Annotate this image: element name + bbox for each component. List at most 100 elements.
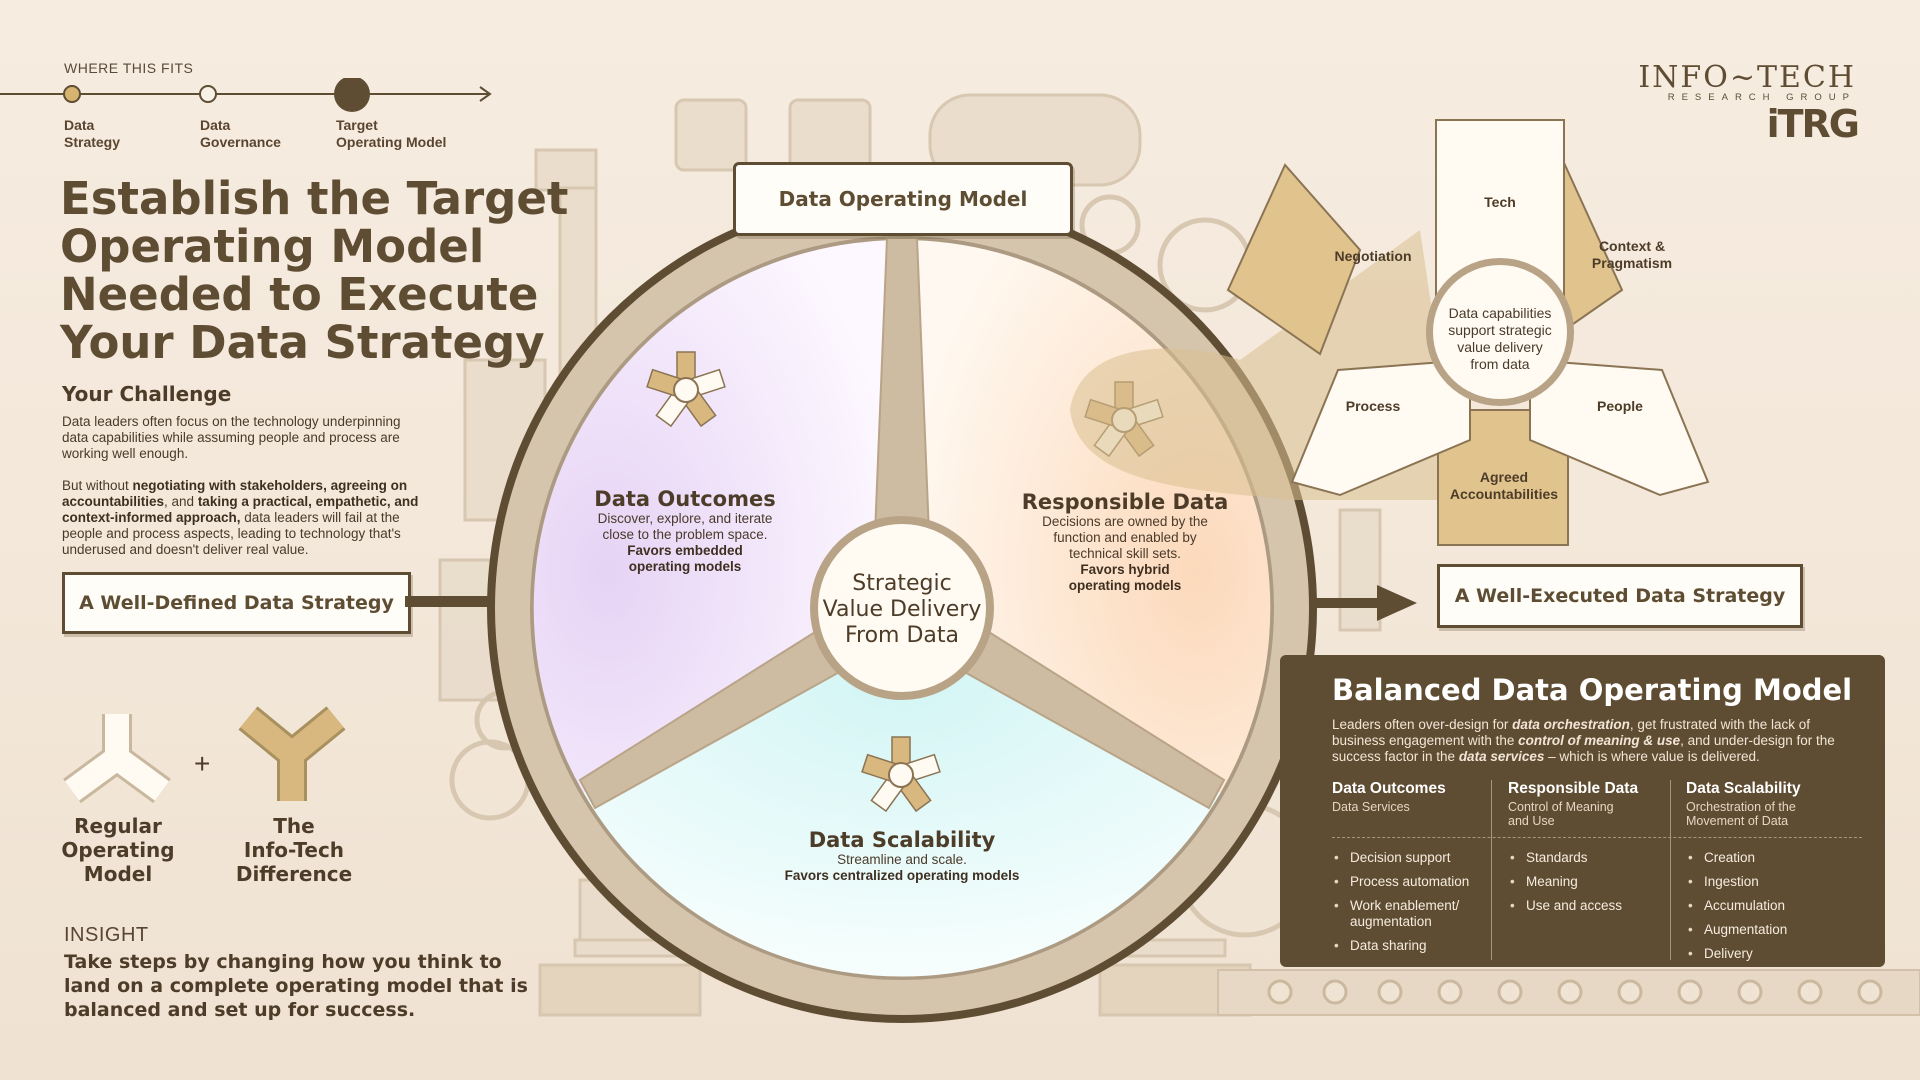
output-arrow bbox=[1315, 585, 1417, 621]
column-heading: Data Scalability bbox=[1686, 780, 1801, 797]
column-subheading: Movement of Data bbox=[1686, 814, 1789, 828]
column-list: Standards Meaning Use and access bbox=[1508, 850, 1658, 922]
label-line: Info-Tech bbox=[243, 838, 345, 862]
column-heading: Responsible Data bbox=[1508, 780, 1639, 797]
list-item: Work enablement/ augmentation bbox=[1332, 898, 1482, 930]
column-subheading: Orchestration of the bbox=[1686, 800, 1796, 814]
star-tech: Tech bbox=[1484, 194, 1516, 210]
label-line: Pragmatism bbox=[1591, 255, 1673, 271]
label-line: Context & bbox=[1598, 238, 1666, 254]
outcomes-title: Data Outcomes bbox=[594, 487, 776, 511]
info-tech-logo: INFO~TECH bbox=[1638, 60, 1856, 95]
list-item: Ingestion bbox=[1686, 874, 1856, 890]
petal-negotiation bbox=[1226, 163, 1362, 356]
insight-text: Take steps by changing how you think to … bbox=[64, 951, 528, 1021]
regular-model-icon bbox=[63, 714, 171, 804]
column-heading: Data Outcomes bbox=[1332, 780, 1446, 797]
title-line: Needed to Execute bbox=[60, 268, 539, 321]
step-dot-data-strategy bbox=[63, 85, 81, 103]
responsible-title: Responsible Data bbox=[1021, 490, 1229, 514]
balanced-model-panel: Balanced Data Operating Model Leaders of… bbox=[1280, 655, 1885, 967]
progress-heading: WHERE THIS FITS bbox=[64, 60, 194, 76]
scalability-desc: Streamline and scale. bbox=[837, 852, 967, 867]
challenge-heading: Your Challenge bbox=[62, 382, 232, 406]
outcomes-gear-icon bbox=[646, 351, 726, 428]
panel-description: Leaders often over-design for data orche… bbox=[1332, 717, 1835, 764]
center-line: Strategic bbox=[852, 571, 952, 596]
list-item: Data sharing bbox=[1332, 938, 1482, 954]
center-line: From Data bbox=[844, 623, 960, 648]
column-subheading: Data Services bbox=[1332, 800, 1410, 814]
outcomes-desc: close to the problem space. bbox=[602, 527, 768, 542]
label-line: value delivery bbox=[1457, 339, 1543, 355]
scalability-favor: Favors centralized operating models bbox=[784, 868, 1020, 883]
outcomes-favor: operating models bbox=[628, 559, 742, 574]
responsible-desc: Decisions are owned by the bbox=[1042, 514, 1208, 529]
outcomes-favor: Favors embedded bbox=[627, 543, 743, 558]
title-line: Operating Model bbox=[60, 220, 485, 273]
label-line: Agreed bbox=[1479, 469, 1529, 485]
responsible-segment-text: Responsible Data Decisions are owned by … bbox=[1000, 490, 1250, 594]
list-item: Process automation bbox=[1332, 874, 1482, 890]
panel-col-outcomes: Data Outcomes Data Services Decision sup… bbox=[1332, 780, 1482, 954]
petal-agreed bbox=[1437, 409, 1569, 546]
column-list: Creation Ingestion Accumulation Augmenta… bbox=[1686, 850, 1856, 970]
well-executed-strategy-box: A Well-Executed Data Strategy bbox=[1437, 564, 1803, 628]
data-operating-model-header: Data Operating Model bbox=[733, 162, 1073, 236]
step-target-operating-model: Target Operating Model bbox=[336, 117, 446, 151]
list-item: Creation bbox=[1686, 850, 1856, 866]
column-subheading: and Use bbox=[1508, 814, 1555, 828]
capabilities-star bbox=[1070, 119, 1710, 546]
label-line: Data capabilities bbox=[1448, 305, 1552, 321]
label-line: Regular bbox=[74, 814, 162, 838]
petal-people bbox=[1529, 358, 1710, 497]
star-negotiation: Negotiation bbox=[1334, 248, 1412, 264]
star-process: Process bbox=[1345, 398, 1401, 414]
challenge-paragraph-1: Data leaders often focus on the technolo… bbox=[62, 414, 401, 461]
column-subheading: Control of Meaning bbox=[1508, 800, 1614, 814]
insight-heading: INSIGHT bbox=[64, 924, 149, 946]
label-line: Operating bbox=[61, 838, 175, 862]
page-title: Establish the Target Operating Model Nee… bbox=[60, 175, 580, 367]
center-line: Value Delivery bbox=[822, 597, 982, 622]
panel-title: Balanced Data Operating Model bbox=[1332, 673, 1853, 707]
step-dot-target-operating-model bbox=[334, 78, 370, 112]
list-item: Standards bbox=[1508, 850, 1658, 866]
title-line: Your Data Strategy bbox=[60, 316, 545, 369]
scalability-title: Data Scalability bbox=[808, 828, 996, 852]
list-item: Accumulation bbox=[1686, 898, 1856, 914]
outcomes-segment-text: Data Outcomes Discover, explore, and ite… bbox=[560, 487, 810, 575]
panel-col-scalability: Data Scalability Orchestration of the Mo… bbox=[1686, 780, 1856, 962]
step-label-line: Target bbox=[336, 117, 378, 133]
panel-divider bbox=[1332, 837, 1862, 838]
info-tech-logo-sub: RESEARCH GROUP bbox=[1667, 92, 1856, 103]
plus-sign: + bbox=[194, 748, 211, 779]
column-list: Decision support Process automation Work… bbox=[1332, 850, 1482, 962]
label-line: Difference bbox=[235, 862, 353, 886]
scalability-gear-icon bbox=[861, 736, 941, 813]
responsible-favor: Favors hybrid bbox=[1080, 562, 1170, 577]
responsible-desc: technical skill sets. bbox=[1069, 546, 1181, 561]
column-separator bbox=[1670, 780, 1671, 960]
step-label-line: Data bbox=[200, 117, 231, 133]
progress-line bbox=[0, 78, 492, 112]
label-line: from data bbox=[1470, 356, 1530, 372]
label-line: Model bbox=[83, 862, 153, 886]
well-defined-strategy-box: A Well-Defined Data Strategy bbox=[62, 572, 411, 634]
responsible-favor: operating models bbox=[1068, 578, 1182, 593]
challenge-paragraph-2: But without negotiating with stakeholder… bbox=[62, 478, 419, 557]
label-line: support strategic bbox=[1448, 322, 1552, 338]
input-arrow bbox=[405, 596, 500, 607]
list-item: Meaning bbox=[1508, 874, 1658, 890]
panel-col-responsible: Responsible Data Control of Meaning and … bbox=[1508, 780, 1658, 914]
star-context-pragmatism: Context &Pragmatism bbox=[1572, 238, 1692, 272]
step-data-governance: Data Governance bbox=[200, 117, 281, 151]
list-item: Augmentation bbox=[1686, 922, 1856, 938]
step-label-line: Operating Model bbox=[336, 134, 447, 150]
responsible-desc: function and enabled by bbox=[1053, 530, 1197, 545]
star-people: People bbox=[1597, 398, 1643, 414]
